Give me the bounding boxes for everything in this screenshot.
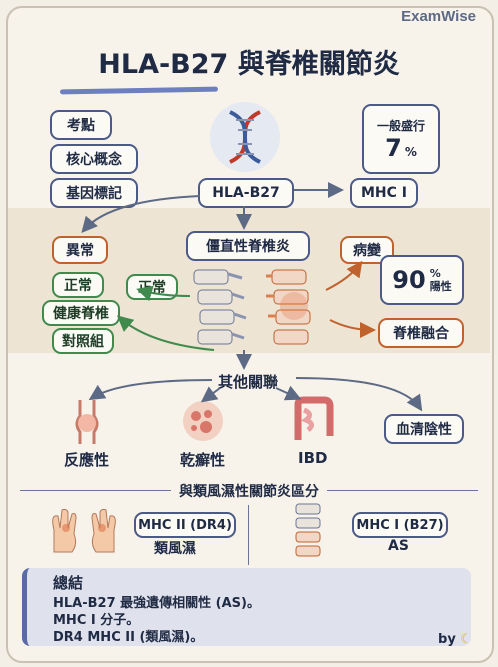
summary-box: 總結 HLA-B27 最強遺傳相關性 (AS)。 MHC I 分子。 DR4 M…	[22, 568, 471, 646]
assoc-psoriatic: 乾癬性	[180, 451, 226, 469]
summary-line-1: HLA-B27 最強遺傳相關性 (AS)。	[53, 596, 260, 611]
as-box: 僵直性脊椎炎	[186, 231, 310, 261]
divider-text: 與類風濕性關節炎區分	[0, 481, 498, 501]
compare-separator	[248, 505, 249, 565]
as-spine-small-icon	[295, 503, 321, 557]
banana-icon: ☾	[460, 632, 472, 647]
prevalence-unit: %	[404, 144, 417, 159]
prevalence-value-row: 7%	[385, 134, 417, 162]
prevalence-value: 7	[385, 133, 402, 162]
healthy-spine-box: 健康脊椎	[42, 300, 120, 326]
divider-text-label: 與類風濕性關節炎區分	[171, 484, 327, 500]
tag-core-concept: 核心概念	[50, 144, 138, 174]
control-group-box: 對照組	[52, 328, 114, 354]
intestine-icon	[294, 396, 334, 440]
healthy-spine-icon	[193, 269, 247, 345]
rheumatoid-hands-icon	[52, 508, 116, 553]
tag-genetic-marker: 基因標記	[50, 178, 138, 208]
assoc-reactive: 反應性	[64, 451, 110, 469]
normal-box-1: 正常	[52, 272, 104, 298]
tag-exam-point: 考點	[50, 110, 112, 140]
spinal-fusion-box: 脊椎融合	[378, 318, 464, 348]
summary-heading: 總結	[53, 574, 84, 592]
mhc2-dr4-box: MHC II (DR4)	[134, 512, 236, 538]
as-short-label: AS	[388, 538, 409, 554]
abnormal-box: 異常	[52, 236, 108, 264]
mhc1-box: MHC I	[350, 178, 418, 208]
positive-rate-card: 90 % 陽性	[380, 255, 464, 305]
byline: by ☾	[438, 632, 472, 647]
psoriasis-skin-icon	[183, 401, 223, 441]
prevalence-label: 一般盛行	[376, 118, 425, 133]
seronegative-box: 血清陰性	[384, 414, 464, 444]
dna-icon	[210, 102, 280, 172]
positive-unit: %	[429, 267, 441, 280]
positive-text: 陽性	[429, 280, 452, 293]
rheumatoid-label: 類風濕	[154, 541, 196, 557]
summary-line-3: DR4 MHC II (類風濕)。	[53, 630, 204, 645]
assoc-ibd: IBD	[298, 449, 328, 467]
summary-line-2: MHC I 分子。	[53, 613, 140, 628]
byline-text: by	[438, 632, 456, 647]
positive-unit-group: % 陽性	[430, 267, 452, 293]
mhc1-b27-box: MHC I (B27)	[352, 512, 448, 538]
hla-b27-box: HLA-B27	[198, 178, 294, 208]
inflamed-spine-icon	[266, 269, 311, 345]
inflamed-knee-icon	[75, 400, 99, 444]
other-associations-label: 其他關聯	[218, 373, 279, 391]
prevalence-card: 一般盛行 7%	[362, 104, 440, 174]
brand-logo-text: ExamWise	[401, 8, 476, 25]
page-title: HLA-B27 與脊椎關節炎	[98, 49, 400, 80]
positive-value: 90	[392, 266, 426, 294]
